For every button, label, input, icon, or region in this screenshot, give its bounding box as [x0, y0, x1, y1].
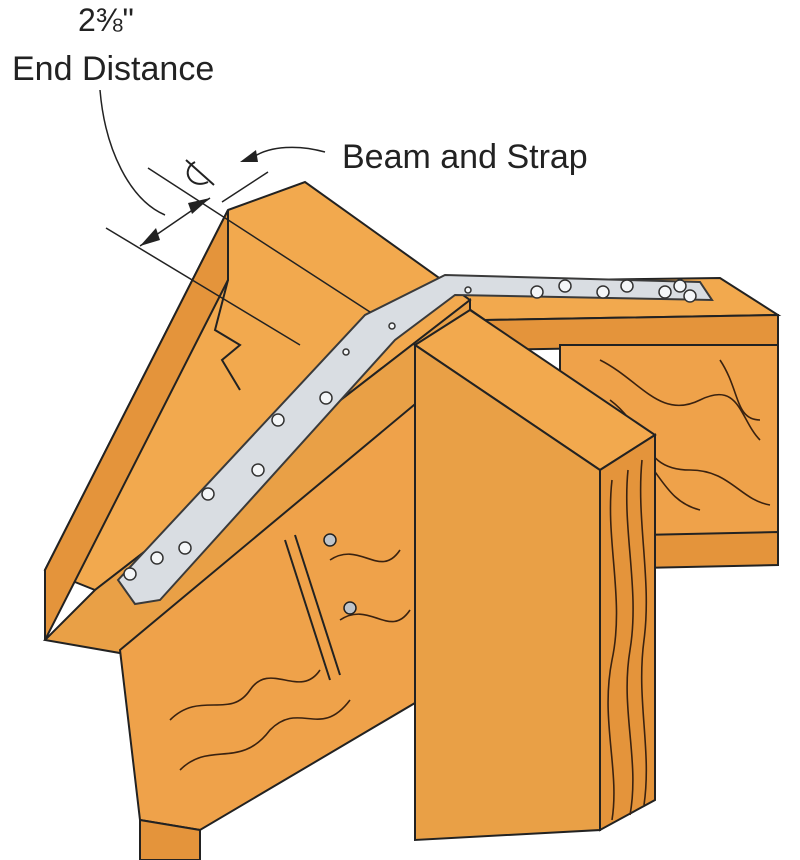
arrowhead-icon	[140, 198, 210, 246]
end-distance-label: End Distance	[12, 50, 215, 88]
centerline-symbol-icon	[185, 159, 215, 186]
beam-strap-leader	[240, 146, 326, 162]
strap-holes	[123, 279, 697, 581]
beam-and-strap-label: Beam and Strap	[342, 138, 588, 176]
end-distance-value: 2⅜"	[78, 2, 134, 38]
left-beam	[42, 180, 472, 860]
steel-strap	[116, 273, 714, 606]
front-post	[413, 308, 657, 842]
right-bottom-flange	[639, 530, 779, 570]
